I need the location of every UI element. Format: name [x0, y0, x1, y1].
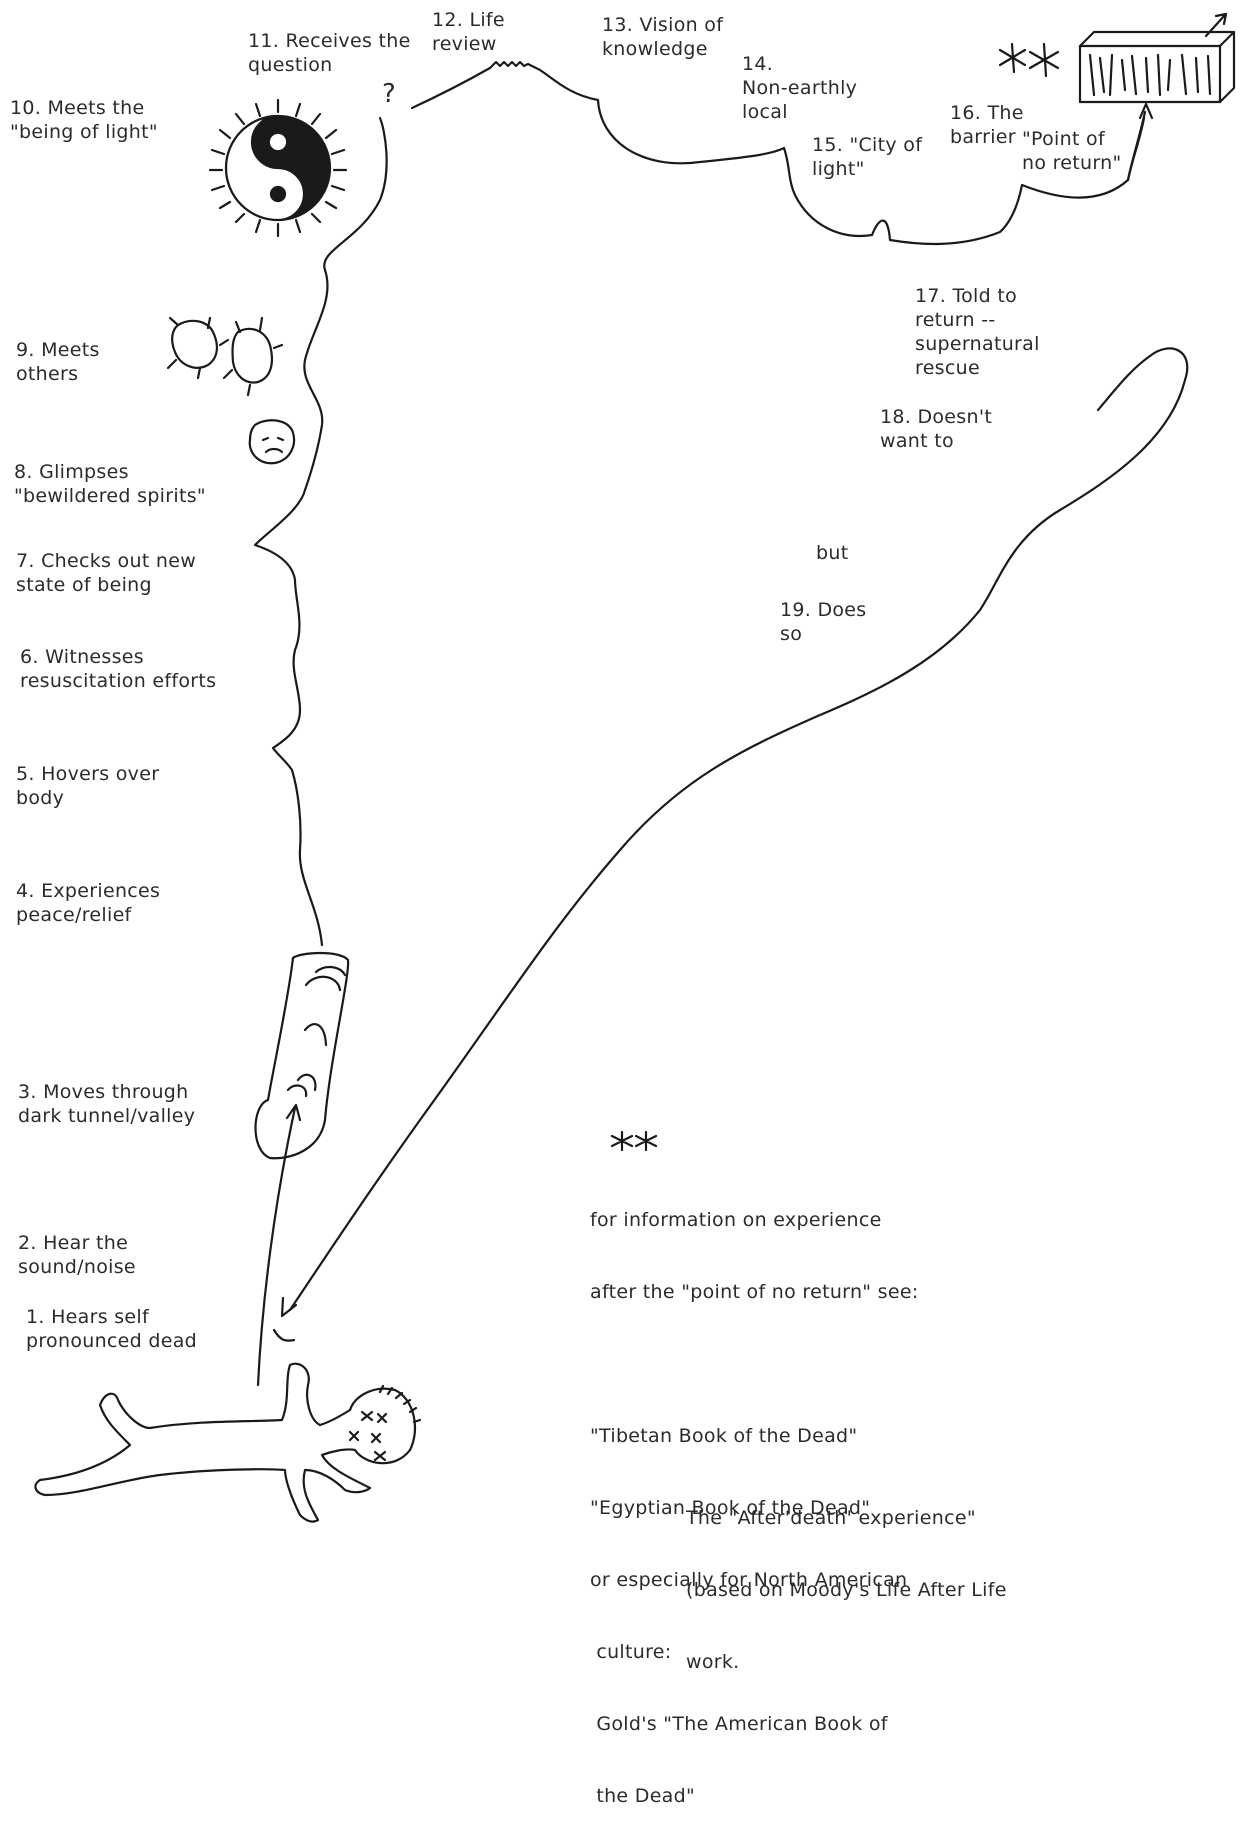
- journey-path-left: [253, 116, 388, 947]
- return-arrowhead: [272, 1296, 298, 1342]
- ascent-arrow: [256, 1103, 302, 1387]
- step-8-label: 8. Glimpses"bewildered spirits": [14, 461, 206, 507]
- footnote-stars-icon: [610, 1130, 658, 1152]
- barrier-box: [1078, 44, 1222, 104]
- stars-icon: [998, 42, 1060, 78]
- bewildered-spirit: [248, 419, 296, 465]
- others-figures: [171, 319, 274, 384]
- question-mark: ?: [382, 79, 397, 109]
- but-label: but: [816, 542, 849, 564]
- return-path: [288, 347, 1189, 1312]
- tunnel: [254, 951, 350, 1160]
- caption: The "After'death' experience" (based on …: [686, 1507, 1007, 1673]
- journey-path-top: [410, 60, 1146, 246]
- body-figure: [34, 1362, 417, 1523]
- step-10-label: 10. Meets the"being of light": [10, 97, 158, 143]
- barrier-arrow: [1126, 102, 1154, 182]
- path-drawing: [34, 12, 1236, 1523]
